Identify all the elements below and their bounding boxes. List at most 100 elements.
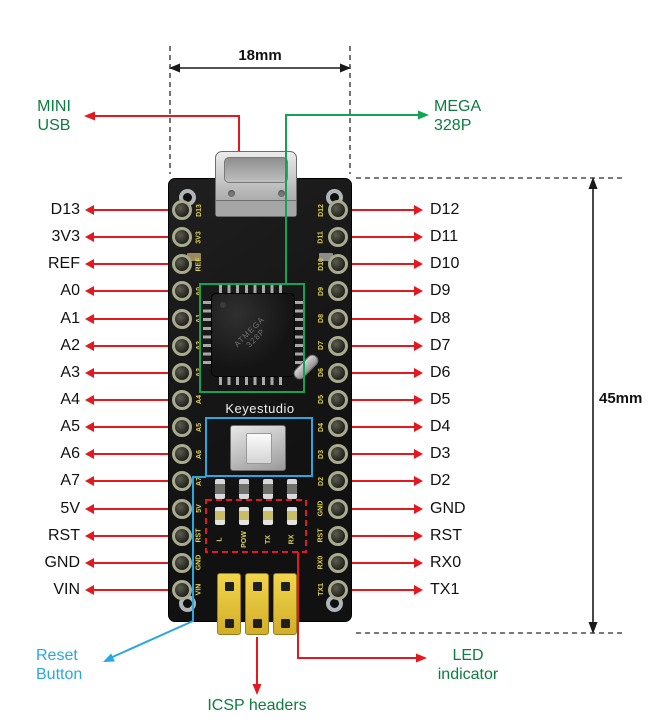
arrow-line — [352, 317, 415, 320]
pin-row-left: GND GND — [0, 550, 212, 576]
pin-hole — [328, 281, 348, 302]
pin-label: RX0 — [430, 553, 462, 571]
pin-hole — [172, 362, 192, 383]
arrow-head-right-icon — [414, 313, 423, 324]
icsp-hole — [225, 582, 234, 591]
icsp-hole — [281, 582, 290, 591]
pin-row-left: 5V 5V — [0, 496, 212, 522]
silkscreen-label: A4 — [195, 395, 203, 405]
arrow-head-right-icon — [414, 394, 423, 405]
arrow-line — [93, 534, 168, 537]
usb-flange — [216, 200, 296, 216]
led-silk-label: POW — [240, 530, 248, 548]
pin-hole — [172, 308, 192, 329]
pin-label: D10 — [430, 255, 460, 273]
icsp-hole — [253, 619, 262, 628]
arrow-line — [352, 480, 415, 483]
arrow-line — [352, 236, 415, 239]
resistor — [215, 479, 225, 499]
dimension-height-label: 45mm — [596, 390, 646, 407]
pin-label: D6 — [430, 363, 451, 381]
arrow-line — [352, 588, 415, 591]
pin-row-left: A7 A7 — [0, 468, 212, 494]
pin-row-left: RST RST — [0, 523, 212, 549]
arrow-head-left-icon — [85, 530, 94, 541]
arrow-head-right-icon — [414, 449, 423, 460]
smd-component — [187, 253, 201, 261]
pin-hole — [172, 200, 192, 220]
pin-hole — [172, 444, 192, 465]
silkscreen-label: A5 — [195, 422, 203, 432]
pin-label: TX1 — [430, 580, 460, 598]
pin-label: D2 — [430, 472, 451, 490]
pin-label: D5 — [430, 390, 451, 408]
pin-row-right: TX1 TX1 — [304, 577, 649, 603]
resistor — [287, 479, 297, 499]
arrow-head-left-icon — [85, 584, 94, 595]
callout-mini-usb-line2: USB — [37, 117, 71, 134]
pin-hole — [172, 335, 192, 356]
arrow-head-left-icon — [85, 340, 94, 351]
pin-hole — [328, 525, 348, 546]
pin-label: A4 — [60, 390, 80, 408]
callout-reset-line2: Button — [36, 666, 83, 683]
arrow-head-left-icon — [85, 476, 94, 487]
pin-hole — [328, 362, 348, 383]
arrow-line — [352, 290, 415, 293]
pin-row-left: A5 A5 — [0, 414, 212, 440]
callout-icsp-headers: ICSP headers — [177, 696, 337, 715]
pin-row-right: D3 D3 — [304, 441, 649, 467]
mini-usb-connector — [215, 151, 297, 217]
icsp-arrow-icon — [252, 684, 262, 695]
pin-row-left: A6 A6 — [0, 441, 212, 467]
silkscreen-label: 5V — [195, 504, 203, 513]
pin-label: D11 — [430, 228, 459, 246]
callout-led-indicator: LED indicator — [422, 646, 514, 684]
pin-label: A5 — [60, 418, 80, 436]
pin-label: VIN — [53, 580, 80, 598]
arrow-line — [352, 209, 415, 211]
resistor — [263, 479, 273, 499]
usb-dimple — [278, 190, 285, 197]
pin-hole — [172, 227, 192, 248]
silkscreen-label: 3V3 — [195, 230, 203, 244]
pin-row-left: A0 A0 — [0, 278, 212, 304]
pin-label: GND — [44, 553, 80, 571]
pin-row-right: D8 D8 — [304, 306, 649, 332]
pin-label: D8 — [430, 309, 451, 327]
pin-hole — [328, 389, 348, 410]
chip-legs — [219, 285, 287, 293]
arrow-head-right-icon — [414, 584, 423, 595]
pin-hole — [328, 579, 348, 600]
arrow-line — [93, 480, 168, 483]
silkscreen-label: A0 — [195, 286, 203, 296]
arrow-head-left-icon — [85, 557, 94, 568]
reset-button-component[interactable] — [230, 425, 286, 471]
reset-button-cap[interactable] — [246, 433, 272, 464]
pin-label: RST — [430, 526, 462, 544]
icsp-hole — [281, 619, 290, 628]
arrow-head-left-icon — [85, 503, 94, 514]
icsp-hole — [225, 619, 234, 628]
arrow-line — [352, 398, 415, 401]
arrow-line — [93, 371, 168, 374]
arrow-head-right-icon — [414, 259, 423, 270]
arrow-line — [352, 263, 415, 266]
led-component — [215, 507, 225, 525]
callout-mega-line2: 328P — [434, 117, 472, 134]
pin-label: A6 — [60, 445, 80, 463]
arrow-line — [93, 209, 168, 211]
pin-row-left: REF REF — [0, 251, 212, 277]
pin-hole — [172, 254, 192, 275]
arrow-line — [93, 507, 168, 510]
arrow-head-left-icon — [85, 367, 94, 378]
icsp-header — [273, 573, 297, 635]
led-component — [287, 507, 297, 525]
arrow-head-left-icon — [85, 286, 94, 297]
pin-label: D13 — [50, 201, 80, 218]
pin-label: REF — [48, 255, 80, 273]
arrow-head-left-icon — [85, 422, 94, 433]
arrow-head-left-icon — [85, 232, 94, 243]
arrow-head-right-icon — [414, 476, 423, 487]
